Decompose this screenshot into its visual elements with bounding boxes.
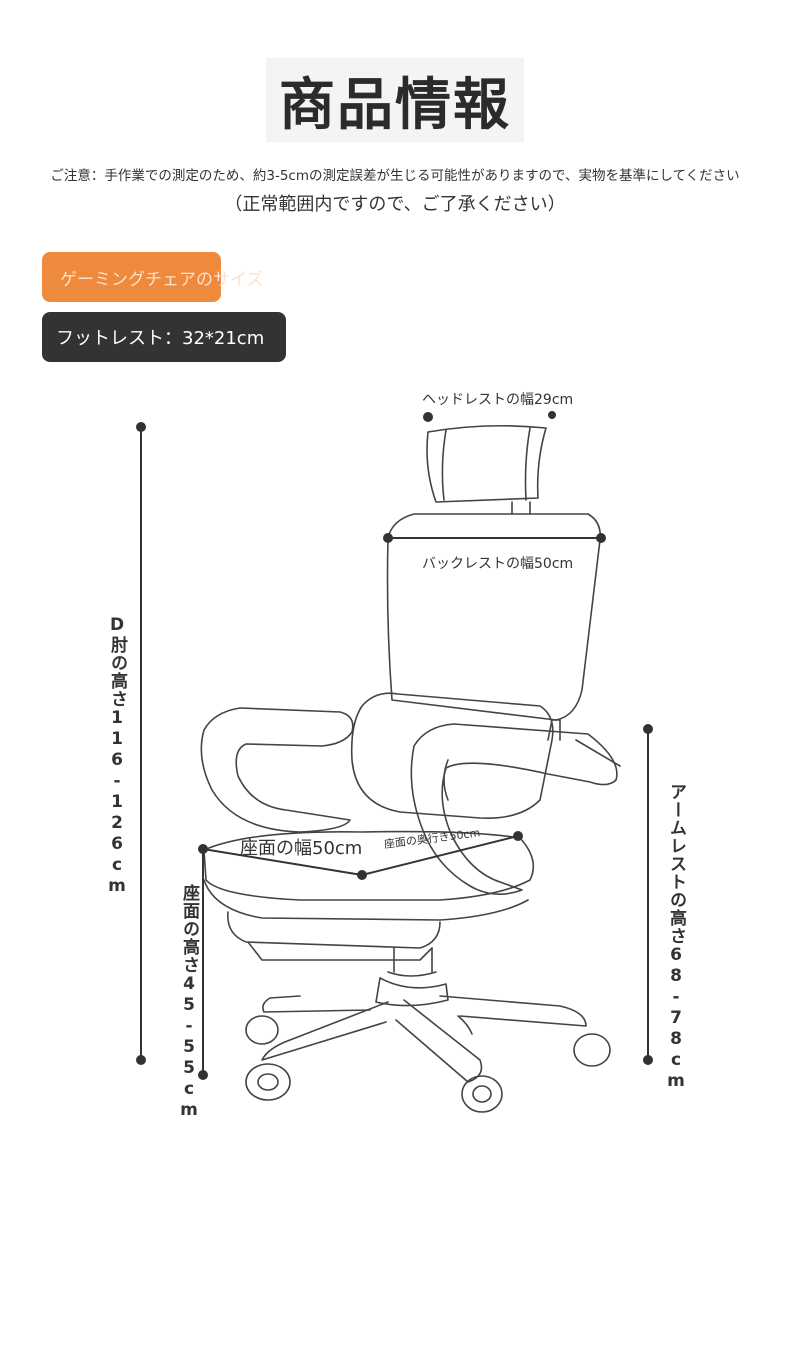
backrest: [386, 513, 602, 721]
armrest-height-label: アームレストの高さ68-78cm: [666, 783, 686, 1092]
seat-depth-line: [361, 835, 519, 876]
chair-base: [262, 995, 371, 1013]
caster-2: [245, 1015, 279, 1045]
measurement-lines: [136, 411, 653, 1080]
footrest-size-label: フットレスト：32*21cm: [56, 328, 265, 349]
chair-outline: [200, 424, 621, 1113]
headrest: [426, 424, 547, 503]
measurement-notice-note: （正常範囲内ですので、ご了承ください）: [224, 194, 566, 215]
footrest-size-tag: フットレスト：32*21cm: [42, 312, 286, 362]
lumbar-pillow: [350, 692, 554, 819]
caster-1: [245, 1063, 291, 1101]
seat-width-label: 座面の幅50cm: [240, 838, 363, 859]
seat-height-label: 座面の高さ45-55cm: [179, 884, 199, 1121]
total-height-label: D肘の高さ116-126cm: [107, 615, 127, 897]
footrest: [227, 911, 441, 949]
page-title: 商品情報: [266, 58, 524, 142]
size-section-tag: ゲーミングチェアのサイズ: [42, 252, 264, 302]
gas-lift: [393, 947, 433, 973]
size-section-label: ゲーミングチェアのサイズ: [60, 269, 264, 290]
caster-3: [461, 1075, 503, 1113]
caster-4: [573, 1033, 611, 1067]
headrest-width-marker-right: [548, 411, 556, 419]
backrest-width-label: バックレストの幅50cm: [422, 556, 574, 572]
headrest-width-marker-left: [423, 412, 433, 422]
measurement-notice: ご注意：手作業での測定のため、約3-5cmの測定誤差が生じる可能性がありますので…: [50, 168, 740, 184]
seat-cushion: [203, 830, 535, 901]
seat-width-line: [202, 848, 363, 876]
right-armrest: [410, 723, 618, 895]
headrest-width-label: ヘッドレストの幅29cm: [422, 392, 574, 408]
left-armrest: [200, 707, 354, 833]
